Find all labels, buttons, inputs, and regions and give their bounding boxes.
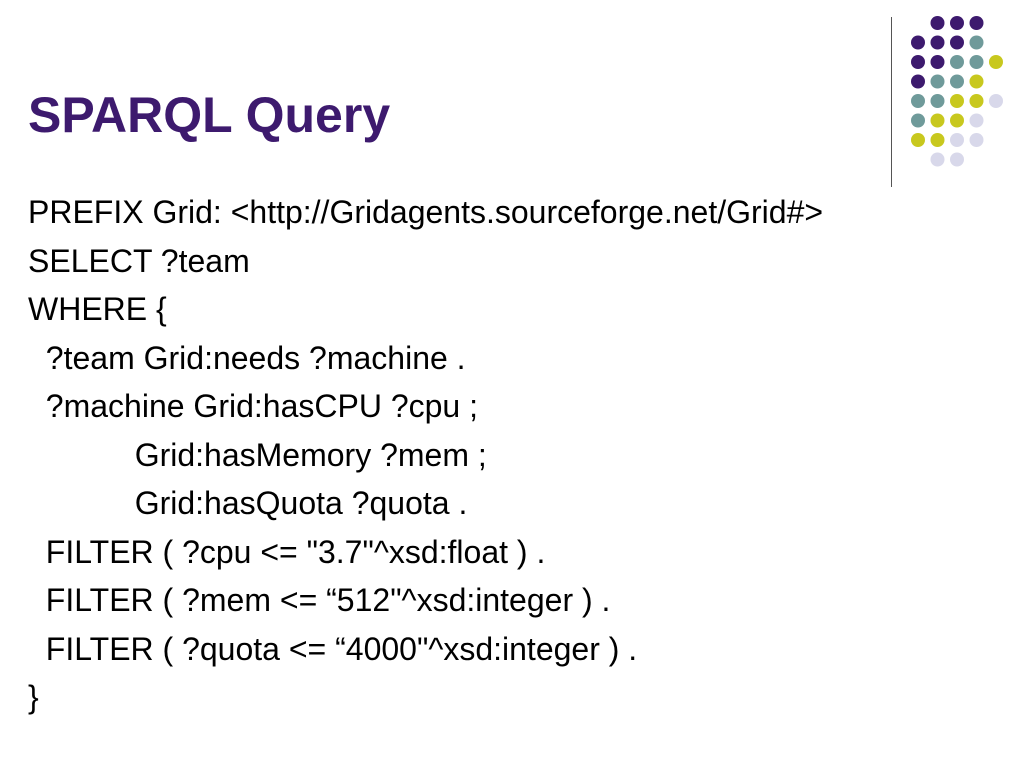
query-line: ?team Grid:needs ?machine .: [28, 339, 466, 376]
decorative-dot: [969, 74, 984, 89]
decorative-dot: [969, 94, 984, 108]
decorative-dot: [911, 74, 925, 89]
decorative-dot: [911, 55, 925, 69]
decorative-dot: [950, 152, 964, 167]
decorative-dot: [989, 55, 1003, 69]
decorative-dot: [950, 35, 964, 50]
vertical-divider: [891, 17, 892, 187]
decorative-dot: [911, 133, 925, 147]
decorative-dot: [969, 133, 984, 147]
query-line: FILTER ( ?mem <= “512"^xsd:integer ) .: [28, 582, 611, 618]
decorative-dot: [969, 35, 984, 50]
decorative-dot: [950, 94, 964, 108]
query-line: Grid:hasMemory ?mem ;: [28, 436, 487, 473]
decorative-dot: [989, 94, 1003, 108]
decorative-dot: [930, 16, 945, 30]
decorative-dot: [930, 35, 945, 50]
decorative-dot: [950, 55, 964, 69]
query-line: PREFIX Grid: <http://Gridagents.sourcefo…: [28, 194, 824, 230]
query-line: SELECT ?team: [28, 242, 250, 279]
query-line: }: [28, 679, 39, 715]
decorative-dot: [930, 152, 945, 167]
decorative-dot: [930, 55, 945, 69]
query-line: ?machine Grid:hasCPU ?cpu ;: [28, 388, 478, 424]
decorative-dot: [930, 74, 945, 89]
decorative-dot: [969, 55, 984, 69]
decorative-dot: [950, 74, 964, 89]
decorative-dot: [911, 94, 925, 108]
slide-title: SPARQL Query: [28, 87, 391, 143]
decorative-dot: [969, 16, 984, 30]
decorative-dot: [930, 94, 945, 108]
decorative-dot: [969, 113, 984, 128]
query-line: FILTER ( ?cpu <= "3.7"^xsd:float ) .: [28, 533, 546, 570]
decorative-dot: [930, 113, 945, 128]
query-line: WHERE {: [28, 291, 167, 327]
decorative-dot-grid: [911, 16, 1003, 167]
query-text-block: PREFIX Grid: <http://Gridagents.sourcefo…: [28, 188, 1008, 722]
decorative-dot: [950, 113, 964, 128]
decorative-dot: [930, 133, 945, 147]
decorative-dot: [950, 133, 964, 147]
decorative-dot: [911, 113, 925, 128]
decorative-dot: [911, 35, 925, 50]
decorative-dot: [950, 16, 964, 30]
query-line: FILTER ( ?quota <= “4000"^xsd:integer ) …: [28, 630, 638, 667]
query-line: Grid:hasQuota ?quota .: [28, 485, 468, 521]
